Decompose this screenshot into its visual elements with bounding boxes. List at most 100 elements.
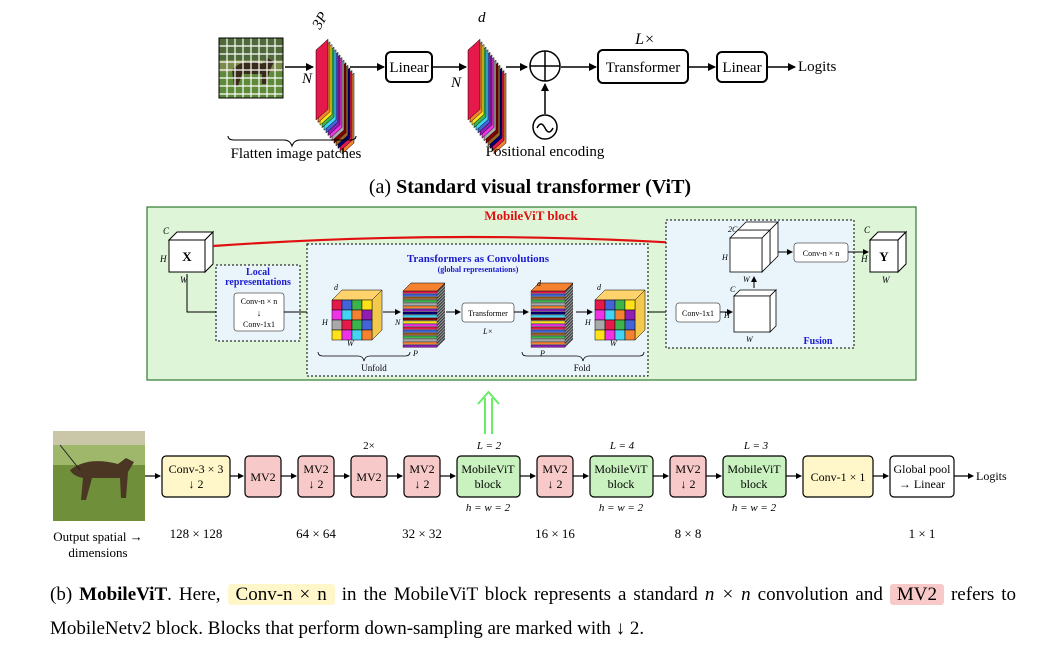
mvit1-hw: h = w = 2 <box>466 502 511 514</box>
conv3x3-line2: ↓ 2 <box>189 477 204 491</box>
caption-a-title: Standard visual transformer (ViT) <box>396 176 692 198</box>
caption-b-conv-highlight: Conv-n × n <box>227 584 335 605</box>
global-pool-line1: Global pool <box>894 462 952 476</box>
embedded-patch-stack <box>467 38 507 155</box>
mv2-block-2-line2: ↓ 2 <box>309 477 324 491</box>
caption-a-prefix: (a) <box>368 176 397 198</box>
unfold-label: Unfold <box>361 363 387 373</box>
caption-b-t2: in the MobileViT block represents a stan… <box>334 584 705 605</box>
y-dim-h: H <box>860 254 868 264</box>
projected-feature-cube <box>733 289 777 333</box>
caption-b-prefix: (b) <box>50 584 80 605</box>
slab1-dim-p: P <box>412 349 418 358</box>
mobilevit-architecture: Output spatial → dimensions Conv-3 × 3 ↓… <box>53 431 1007 560</box>
dim-d-label: d <box>478 10 486 26</box>
mobilevit-block-1-line2: block <box>475 477 502 491</box>
tac-subtitle: (global representations) <box>438 265 519 274</box>
x-label: X <box>182 249 192 264</box>
cube4-dim-2c: 2C <box>728 225 738 234</box>
output-tensor-y: Y C H W <box>860 225 908 285</box>
cube3-dim-w: W <box>746 335 754 344</box>
mobilevit-block-3-line1: MobileViT <box>727 462 781 476</box>
skip-connection-arrow <box>212 235 730 251</box>
caption-b: (b) MobileViT. Here, Conv-n × n in the M… <box>50 578 1016 646</box>
dog-photo <box>53 431 145 521</box>
small-transformer-label: Transformer <box>468 309 508 318</box>
dog-image-patches <box>218 37 284 99</box>
mv2-block-6-line2: ↓ 2 <box>681 477 696 491</box>
l-times-label: L× <box>634 31 655 48</box>
mv2-block-4-line1: MV2 <box>409 462 434 476</box>
linear-label-1: Linear <box>389 60 428 76</box>
pos-enc-caption: Positional encoding <box>486 144 605 160</box>
local-conv-1x1: Conv-1x1 <box>243 320 275 329</box>
cube1-dim-d: d <box>334 283 339 292</box>
folded-feature-cube <box>594 289 646 341</box>
transformer-label: Transformer <box>606 60 680 76</box>
caption-b-t4: refers to MobileNetv2 block. Blocks that… <box>50 584 1017 639</box>
unfolded-patches-stack <box>402 282 446 348</box>
flatten-caption: Flatten image patches <box>231 146 362 162</box>
repeat-2x-label: 2× <box>363 440 375 452</box>
fusion-convnxn-label: Conv-n × n <box>803 249 840 258</box>
res-32: 32 × 32 <box>402 526 442 541</box>
mvit3-hw: h = w = 2 <box>732 502 777 514</box>
mv2-block-6-line1: MV2 <box>675 462 700 476</box>
cube2-dim-w: W <box>610 339 618 348</box>
cube4-dim-h: H <box>721 253 729 262</box>
cube3-dim-c: C <box>730 285 736 294</box>
mobilevit-block-title: MobileViT block <box>484 208 578 223</box>
slab2-dim-d: d <box>537 279 542 288</box>
sine-wave-icon <box>532 114 558 140</box>
cube2-dim-h: H <box>584 318 592 327</box>
dim-3p-label: 3P <box>309 10 332 33</box>
expand-arrow-icon <box>477 390 500 434</box>
out-dims-label-2: dimensions <box>68 545 127 560</box>
logits-label-arch: Logits <box>976 469 1007 483</box>
mv2-block-5-line2: ↓ 2 <box>548 477 563 491</box>
cube3-dim-h: H <box>723 311 731 320</box>
mobilevit-block-3-line2: block <box>741 477 768 491</box>
x-dim-w: W <box>180 275 189 285</box>
res-64: 64 × 64 <box>296 526 336 541</box>
res-1: 1 × 1 <box>909 526 936 541</box>
local-title-2: representations <box>225 277 291 288</box>
input-tensor-x: X C H W <box>159 226 215 285</box>
fusion-label: Fusion <box>804 336 833 347</box>
tac-title: Transformers as Convolutions <box>407 253 550 265</box>
add-icon <box>529 50 561 82</box>
y-dim-c: C <box>864 225 871 235</box>
dim-n-label-1: N <box>301 71 313 87</box>
global-pool-line2: → Linear <box>899 477 945 491</box>
mv2-block-1-label: MV2 <box>250 470 275 484</box>
vit-section: 3P N Linear d N L× Transformer Linear Lo… <box>218 10 836 162</box>
local-down-arrow: ↓ <box>257 308 262 318</box>
res-8: 8 × 8 <box>675 526 702 541</box>
local-conv-nxn: Conv-n × n <box>241 297 278 306</box>
out-dims-label-1: Output spatial → <box>53 529 143 544</box>
mvit1-l: L = 2 <box>476 440 502 452</box>
cube1-dim-w: W <box>347 339 355 348</box>
mobilevit-block-panel: MobileViT block X C H W Local representa… <box>146 206 917 381</box>
mvit2-hw: h = w = 2 <box>599 502 644 514</box>
fusion-conv1x1-label: Conv-1x1 <box>682 309 714 318</box>
local-title-1: Local <box>246 267 270 278</box>
conv1x1-label: Conv-1 × 1 <box>811 470 866 484</box>
x-dim-h: H <box>159 254 167 264</box>
mobilevit-block-1-line1: MobileViT <box>461 462 515 476</box>
caption-b-title: MobileViT <box>79 584 168 605</box>
mv2-block-3-label: MV2 <box>356 470 381 484</box>
mvit2-l: L = 4 <box>609 440 635 452</box>
mv2-block-2-line1: MV2 <box>303 462 328 476</box>
conv3x3-line1: Conv-3 × 3 <box>169 462 224 476</box>
mobilevit-block-2-line1: MobileViT <box>594 462 648 476</box>
fold-label: Fold <box>574 363 591 373</box>
transformed-patches-stack <box>530 282 574 348</box>
x-dim-c: C <box>163 226 170 236</box>
concatenated-feature-cube <box>729 221 779 273</box>
slab2-dim-p: P <box>539 349 545 358</box>
dim-n-label-2: N <box>450 75 462 91</box>
local-feature-cube <box>331 289 383 341</box>
slab1-dim-n: N <box>394 318 401 327</box>
